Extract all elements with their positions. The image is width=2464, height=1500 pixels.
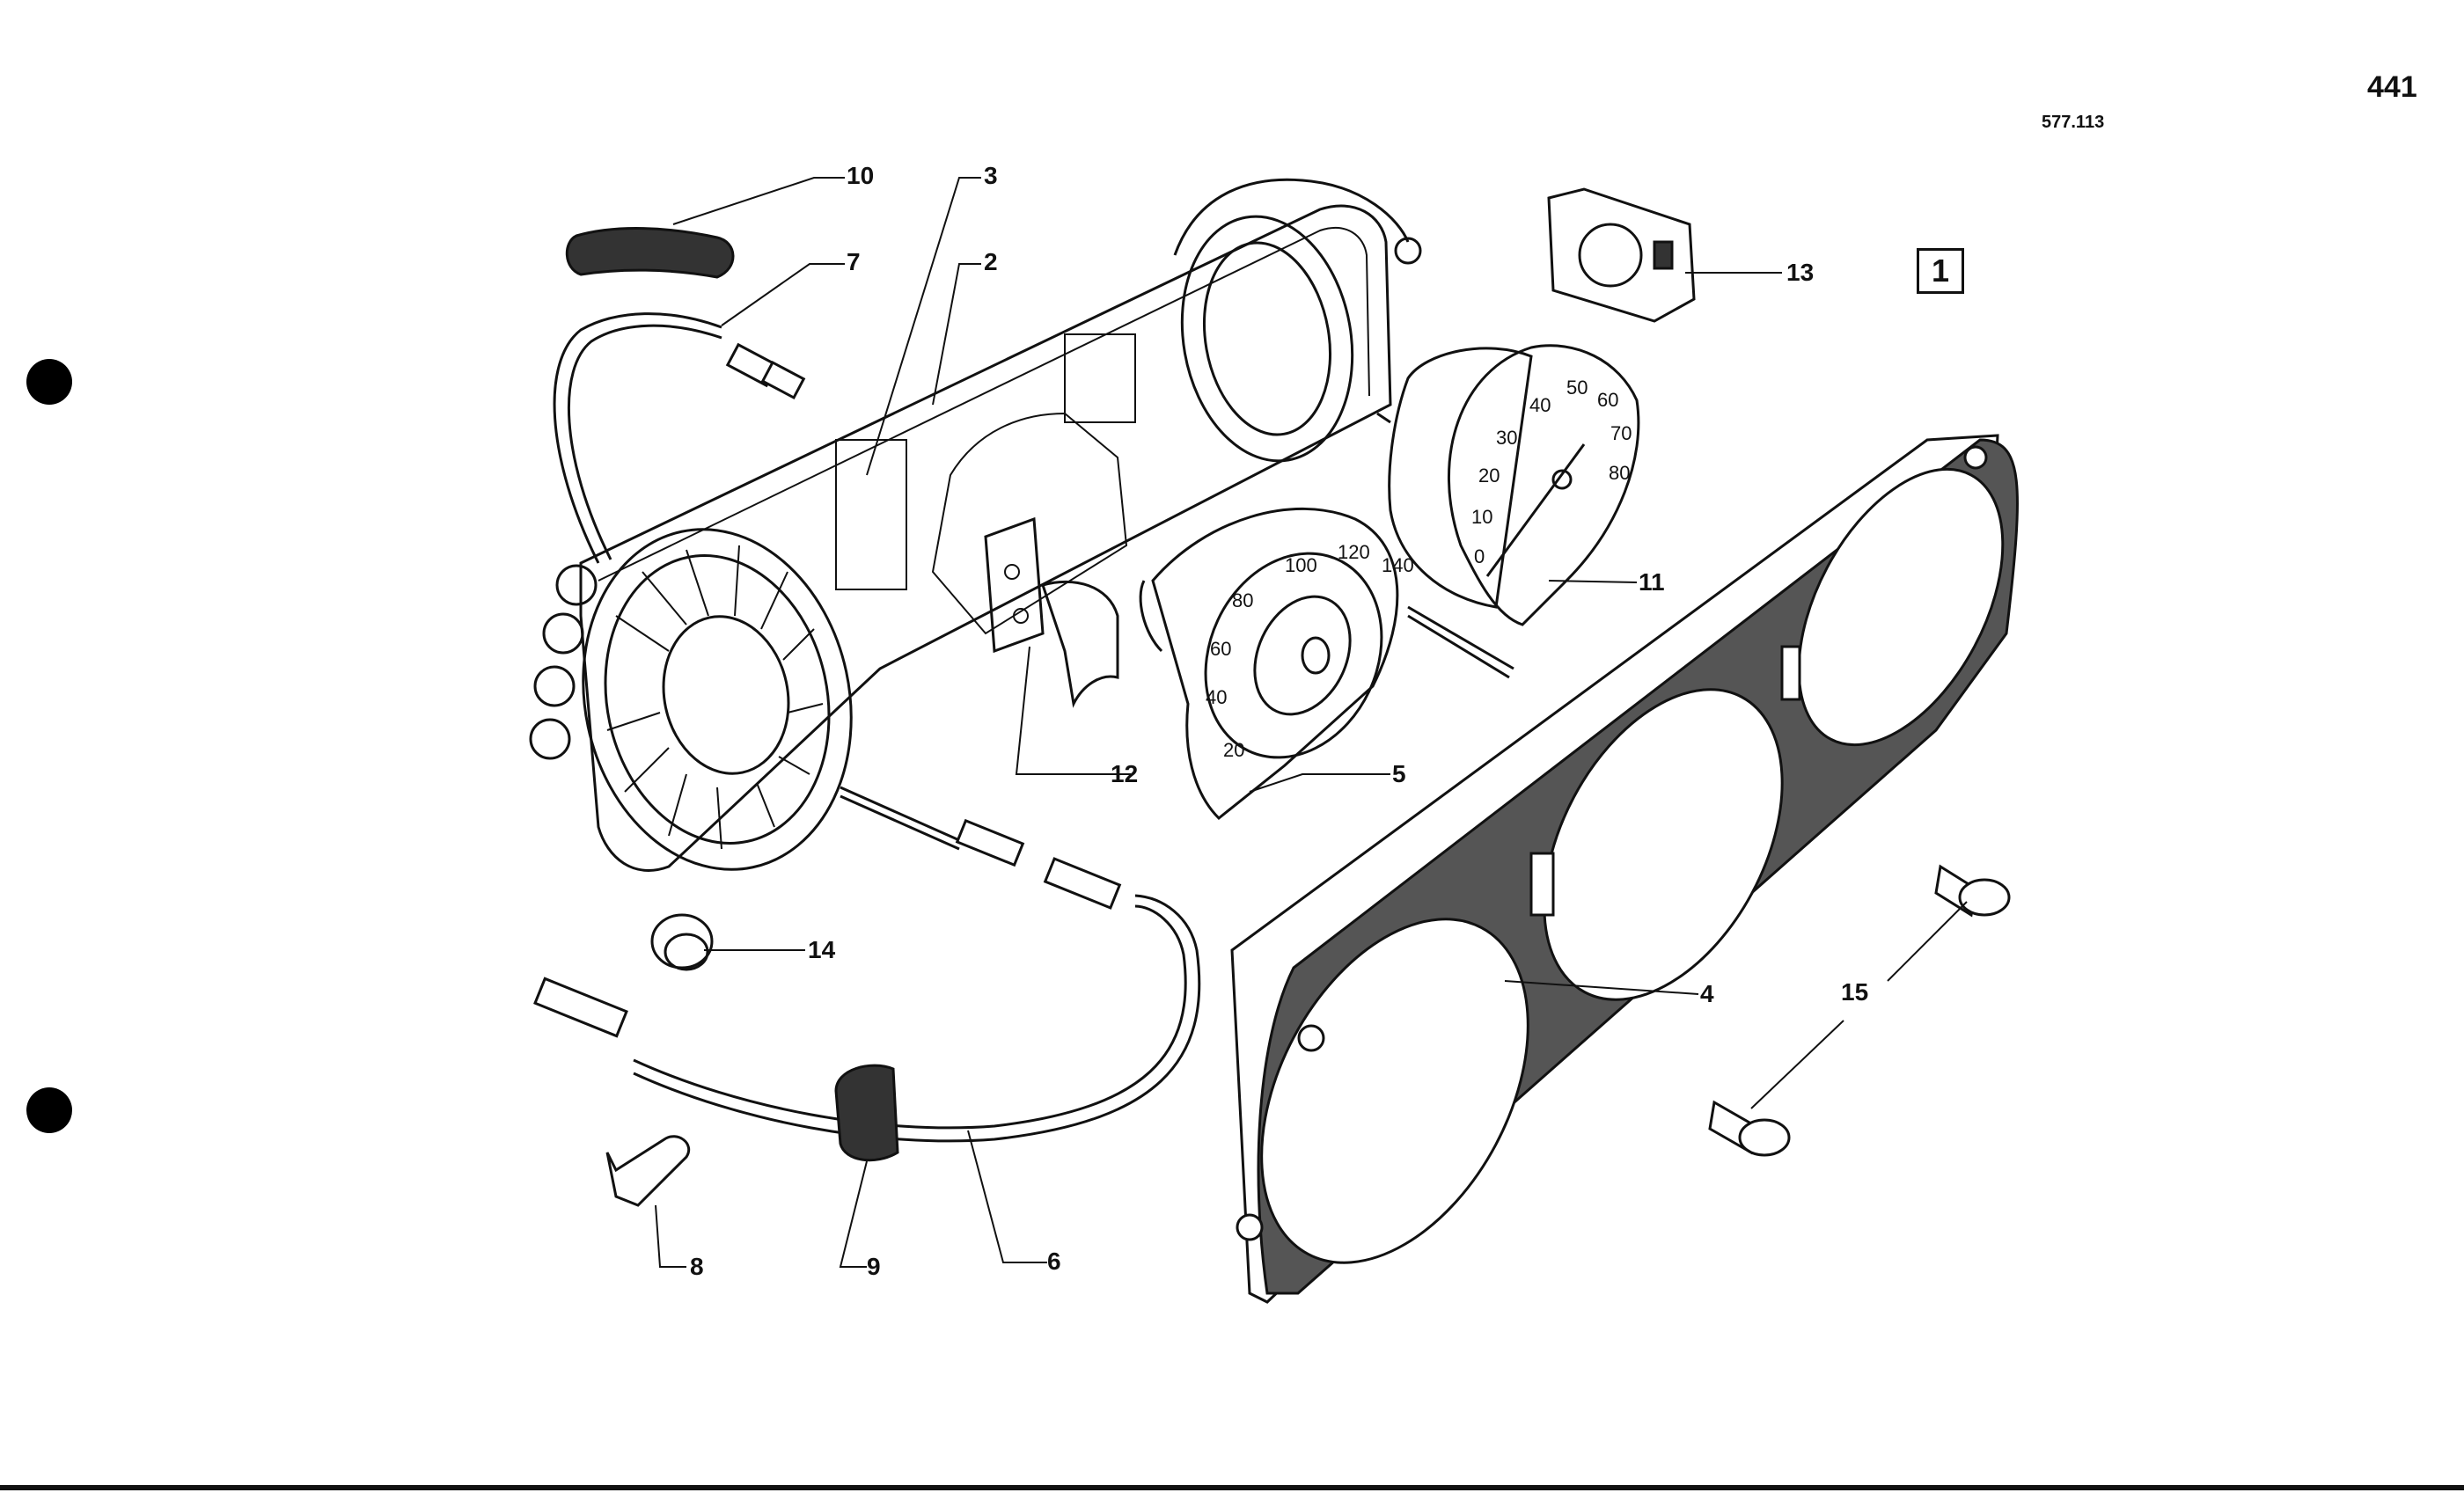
bottom-rule [0,1485,2464,1490]
part-15-pins [1708,864,2011,1157]
callout-15: 15 [1841,978,1869,1006]
callout-10: 9 [867,1253,881,1280]
callout-9: 10 [847,162,875,189]
callout-8: 8 [690,1253,704,1280]
gauge-tick: 10 [1471,506,1492,528]
part-6-cable [533,786,1201,1143]
gauge-tick: 80 [1609,462,1630,484]
leader-lines [655,177,1968,1268]
gauge-tick: 50 [1566,377,1588,399]
gauge-tick: 70 [1610,422,1632,444]
speedo-tick: 120 [1338,541,1370,563]
part-7-cable [553,312,806,564]
reference-code: 577.113 [2042,113,2105,132]
speedo-tick: 40 [1206,686,1227,708]
gauge-scale: 0 10 20 30 40 50 60 70 80 [1471,377,1632,567]
part-10-clip [834,1064,899,1162]
speedo-tick: 140 [1382,554,1414,576]
callout-6: 6 [1047,1248,1061,1275]
gauge-tick: 20 [1478,465,1500,487]
speedo-tick: 20 [1223,739,1244,761]
callout-3: 3 [984,162,998,189]
speedo-tick: 60 [1210,638,1231,660]
gauge-tick: 60 [1597,389,1618,411]
part-5-speedometer [1139,508,1514,821]
callout-14: 14 [808,936,836,963]
callout-2: 2 [984,248,998,275]
punch-hole-top [26,359,72,405]
speedometer-scale: 20 40 60 80 100 120 140 [1206,541,1414,761]
callout-7: 7 [847,248,861,275]
part-14-bushing [650,913,714,971]
callout-5: 5 [1392,760,1406,787]
gauge-tick: 0 [1474,545,1485,567]
part-4-bezel [1230,434,2019,1304]
part-8-clip [605,1135,690,1207]
page-number: 441 [2367,70,2417,104]
speedo-tick: 100 [1285,554,1317,576]
part-11-gauge [1376,344,1640,626]
callout-12: 12 [1111,760,1139,787]
part-13-switch [1547,187,1696,323]
gauge-tick: 30 [1496,427,1517,449]
gauge-tick: 40 [1529,394,1551,416]
callout-4: 4 [1700,980,1714,1007]
punch-hole-bottom [26,1087,72,1133]
part-2-3-instrument-housing [529,178,1422,872]
callout-13: 13 [1786,259,1815,286]
section-box: 1 [1917,248,1964,294]
part-9-rubber-sleeve [565,227,735,279]
callout-11: 11 [1639,568,1665,596]
part-12-bracket [984,516,1119,708]
speedo-tick: 80 [1232,589,1253,611]
